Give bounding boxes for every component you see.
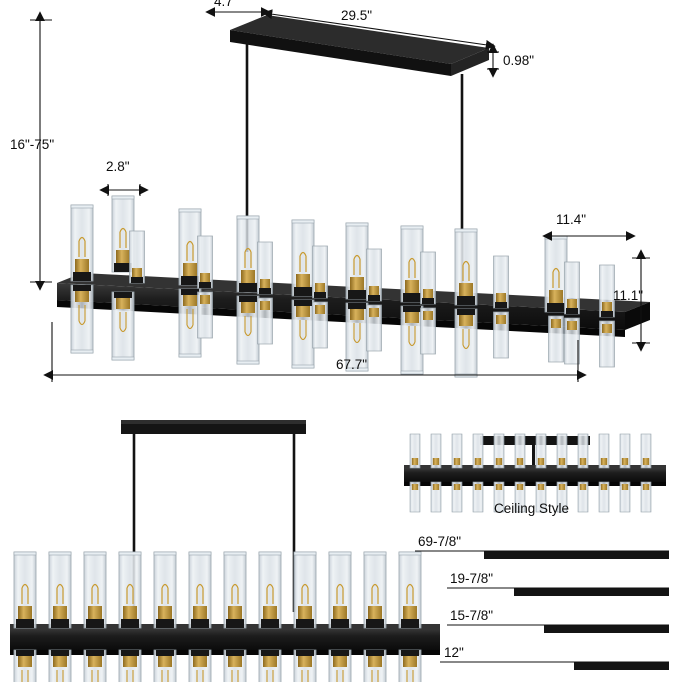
dimension-lines-main	[30, 7, 650, 382]
size-label-1: 19-7/8"	[450, 571, 494, 586]
dim-canopy-thickness: 0.98"	[503, 53, 535, 68]
canopy	[230, 15, 489, 76]
dim-canopy-length: 29.5"	[341, 8, 373, 23]
size-chart-bars	[415, 550, 669, 670]
front-view	[10, 420, 440, 682]
ceiling-style-caption: Ceiling Style	[494, 501, 570, 516]
size-bar-1	[447, 587, 669, 596]
dim-fixture-height: 11.1"	[613, 288, 644, 303]
size-label-3: 12"	[444, 645, 464, 660]
size-bar-2	[447, 624, 669, 633]
dim-fixture-length: 67.7"	[336, 357, 368, 372]
dim-bar-depth: 11.4"	[556, 212, 587, 227]
size-bar-3	[440, 661, 669, 670]
size-bar-0	[415, 550, 669, 559]
dim-canopy-width: 4.7"	[214, 0, 238, 9]
size-label-0: 69-7/8"	[418, 534, 462, 549]
dim-height-range: 16"-75"	[10, 137, 55, 152]
size-label-2: 15-7/8"	[450, 608, 494, 623]
ceiling-style-view	[404, 433, 666, 513]
dim-shade-diameter: 2.8"	[106, 159, 130, 174]
